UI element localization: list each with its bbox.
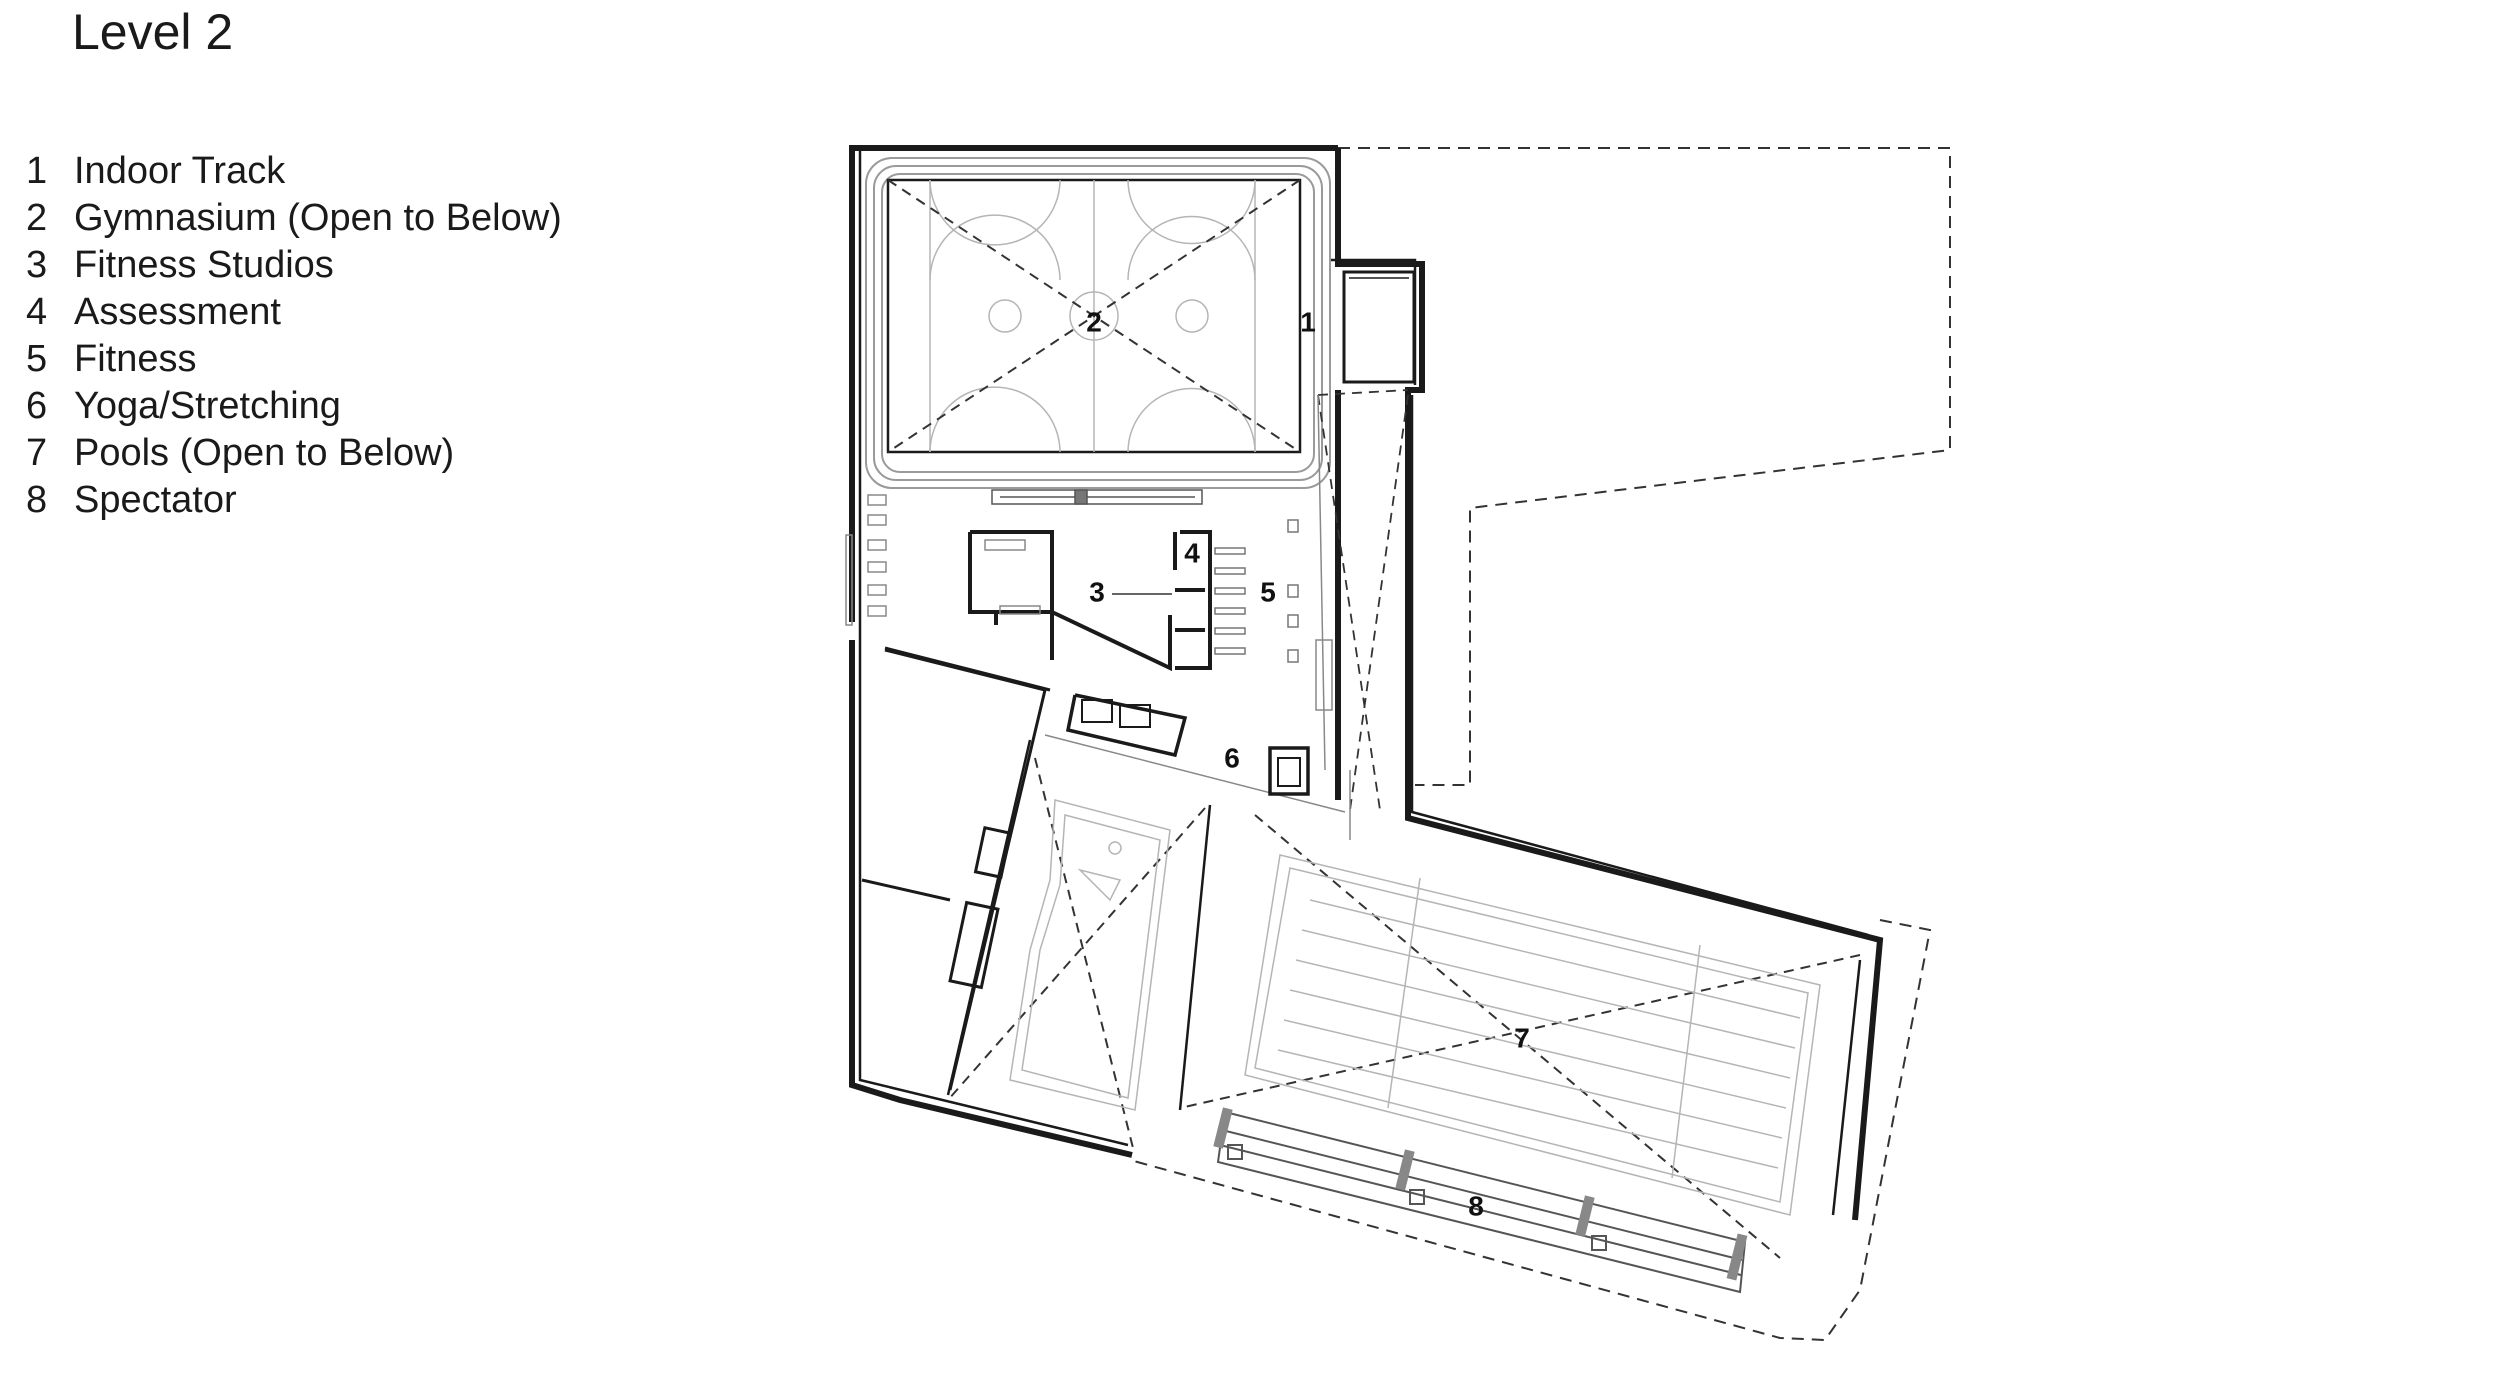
plan-label-4: 4 xyxy=(1184,538,1200,569)
legend-label: Fitness xyxy=(74,338,197,380)
legend-label: Fitness Studios xyxy=(74,244,334,286)
legend-label: Indoor Track xyxy=(74,150,286,192)
lap-pool-void xyxy=(1179,814,1861,1259)
plan-label-2: 2 xyxy=(1086,307,1102,338)
atrium-void xyxy=(1317,389,1409,811)
legend-item: 1 Indoor Track xyxy=(26,148,562,195)
legend-number: 7 xyxy=(26,432,48,474)
atrium-lines xyxy=(1315,394,1351,840)
legend-item: 8 Spectator xyxy=(26,477,562,524)
legend-number: 2 xyxy=(26,197,48,239)
legend-item: 4 Assessment xyxy=(26,289,562,336)
gymnasium-courts xyxy=(886,178,1302,454)
fitness-equipment xyxy=(1214,519,1299,663)
corridor-thin xyxy=(1044,734,1346,813)
leisure-pool-void xyxy=(947,757,1206,1149)
dashed-footprint xyxy=(1129,147,1951,1342)
plan-label-3: 3 xyxy=(1089,577,1105,608)
indoor-track xyxy=(865,157,1331,489)
studio-fixtures xyxy=(984,539,1172,615)
spectator-stairs xyxy=(1213,1107,1748,1281)
legend-item: 7 Pools (Open to Below) xyxy=(26,430,562,477)
fitness-studios xyxy=(968,530,1212,672)
room-legend: 1 Indoor Track 2 Gymnasium (Open to Below)… xyxy=(26,148,562,524)
yoga-block xyxy=(1065,693,1310,796)
gym-bleacher xyxy=(991,489,1203,505)
legend-item: 3 Fitness Studios xyxy=(26,242,562,289)
plan-label-8: 8 xyxy=(1468,1191,1484,1222)
page-title: Level 2 xyxy=(72,4,234,60)
legend-label: Gymnasium (Open to Below) xyxy=(74,197,562,239)
legend-label: Spectator xyxy=(74,479,237,521)
stair-core xyxy=(1342,270,1416,384)
legend-item: 5 Fitness xyxy=(26,336,562,383)
legend-number: 8 xyxy=(26,479,48,521)
legend-number: 3 xyxy=(26,244,48,286)
building-outline xyxy=(849,145,1884,1221)
legend-item: 2 Gymnasium (Open to Below) xyxy=(26,195,562,242)
open-to-below-x xyxy=(887,179,1301,453)
legend-label: Yoga/Stretching xyxy=(74,385,341,427)
legend-number: 4 xyxy=(26,291,48,333)
plan-label-5: 5 xyxy=(1260,577,1276,608)
left-benches xyxy=(845,494,887,626)
lap-pool xyxy=(1244,854,1821,1216)
leisure-pool xyxy=(1009,799,1171,1111)
legend-number: 5 xyxy=(26,338,48,380)
legend-number: 6 xyxy=(26,385,48,427)
legend-label: Pools (Open to Below) xyxy=(74,432,455,474)
legend-label: Assessment xyxy=(74,291,281,333)
plan-label-7: 7 xyxy=(1514,1023,1530,1054)
plan-label-1: 1 xyxy=(1300,307,1316,338)
legend-number: 1 xyxy=(26,150,48,192)
legend-item: 6 Yoga/Stretching xyxy=(26,383,562,430)
plan-label-6: 6 xyxy=(1224,743,1240,774)
lower-left-rooms xyxy=(861,648,1047,1091)
